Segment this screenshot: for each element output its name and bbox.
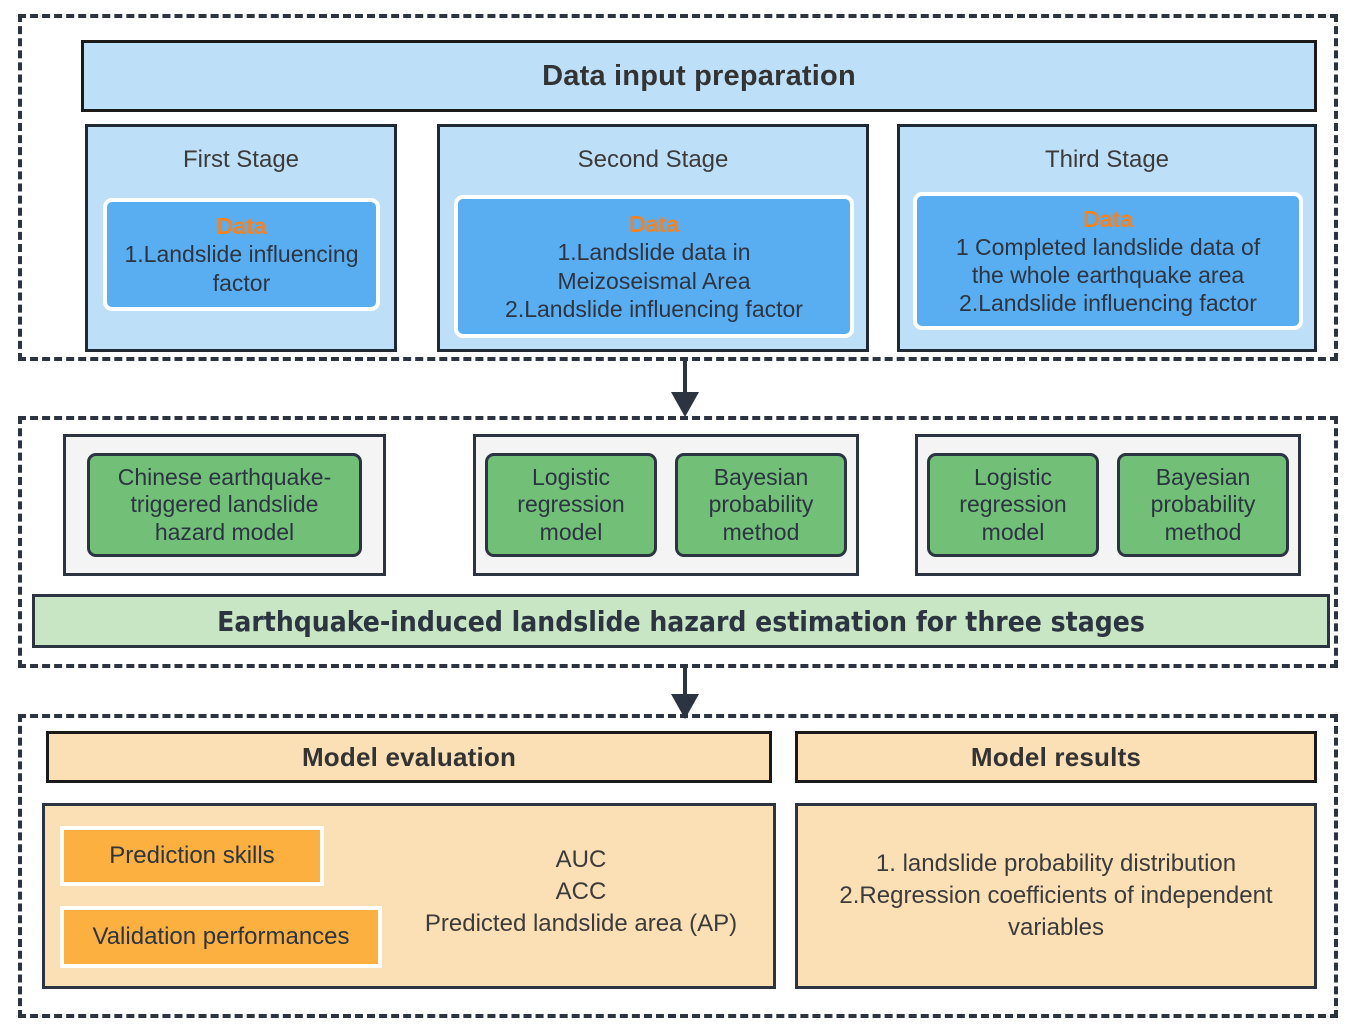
section-output [18,714,1338,1018]
model-box-label: Bayesian probability method [1150,463,1256,545]
arrow-models-to-output [671,666,699,719]
model-evaluation-metrics: AUC ACC Predicted landslide area (AP) [392,844,770,940]
data-line-first-1: 1.Landslide influencing [124,241,359,268]
stage-data-box-third: Data 1 Completed landslide data of the w… [913,192,1303,330]
stage-data-box-second: Data 1.Landslide data in Meizoseismal Ar… [454,195,854,338]
model-group-third-stage: Logistic regression model Bayesian proba… [915,434,1301,576]
tag-validation-performances: Validation performances [60,906,382,968]
model-evaluation-title-text: Model evaluation [301,741,517,772]
model-box-label: Bayesian probability method [708,463,814,545]
model-box-bayesian-probability-second: Bayesian probability method [675,453,847,557]
stage-title-third: Third Stage [1044,146,1170,173]
model-results-title-text: Model results [970,741,1142,772]
data-line-third-3: 2.Landslide influencing factor [959,290,1257,317]
metric-auc: AUC [555,846,607,873]
data-label-third: Data [1083,205,1133,232]
results-line-2: 2.Regression coefficients of independent [839,882,1273,910]
model-results-content: 1. landslide probability distribution 2.… [797,803,1315,989]
stage-title-second: Second Stage [577,146,729,173]
data-label-first: Data [216,213,267,240]
section-data-input-preparation [18,14,1338,361]
model-box-label: Logistic regression model [517,463,625,545]
model-box-logistic-regression-third: Logistic regression model [927,453,1099,557]
data-line-third-1: 1 Completed landslide data of [955,233,1261,260]
tag-validation-performances-label: Validation performances [92,923,350,950]
model-results-title: Model results [795,731,1317,783]
model-group-first-stage: Chinese earthquake-triggered landslide h… [63,434,386,576]
data-line-first-2: factor [212,269,271,296]
data-label-second: Data [629,211,679,238]
data-input-preparation-title: Data input preparation [81,40,1317,112]
hazard-estimation-banner: Earthquake-induced landslide hazard esti… [32,594,1330,648]
model-results-panel [795,803,1317,989]
data-input-preparation-title-text: Data input preparation [542,59,856,92]
metric-predicted-landslide-area: Predicted landslide area (AP) [424,909,738,937]
model-evaluation-title: Model evaluation [46,731,772,783]
model-box-bayesian-probability-third: Bayesian probability method [1117,453,1289,557]
data-line-second-1: 1.Landslide data in [557,239,751,266]
tag-prediction-skills-label: Prediction skills [109,842,275,869]
arrow-input-to-models [671,360,699,417]
hazard-estimation-banner-text: Earthquake-induced landslide hazard esti… [217,604,1145,638]
model-box-label: Logistic regression model [959,463,1067,545]
results-line-3: variables [1007,913,1105,941]
stage-title-first: First Stage [182,146,300,173]
metric-acc: ACC [555,877,607,905]
tag-prediction-skills: Prediction skills [60,826,324,886]
model-box-chinese-hazard-model: Chinese earthquake-triggered landslide h… [87,453,362,557]
model-box-logistic-regression-second: Logistic regression model [485,453,657,557]
model-group-second-stage: Logistic regression model Bayesian proba… [473,434,859,576]
model-box-label: Chinese earthquake-triggered landslide h… [117,463,332,545]
results-line-1: 1. landslide probability distribution [875,850,1237,878]
data-line-third-2: the whole earthquake area [971,262,1245,288]
data-line-second-3: 2.Landslide influencing factor [505,295,803,322]
data-line-second-2: Meizoseismal Area [557,267,751,294]
stage-data-box-first: Data 1.Landslide influencing factor [103,198,380,311]
section-models [18,416,1338,668]
